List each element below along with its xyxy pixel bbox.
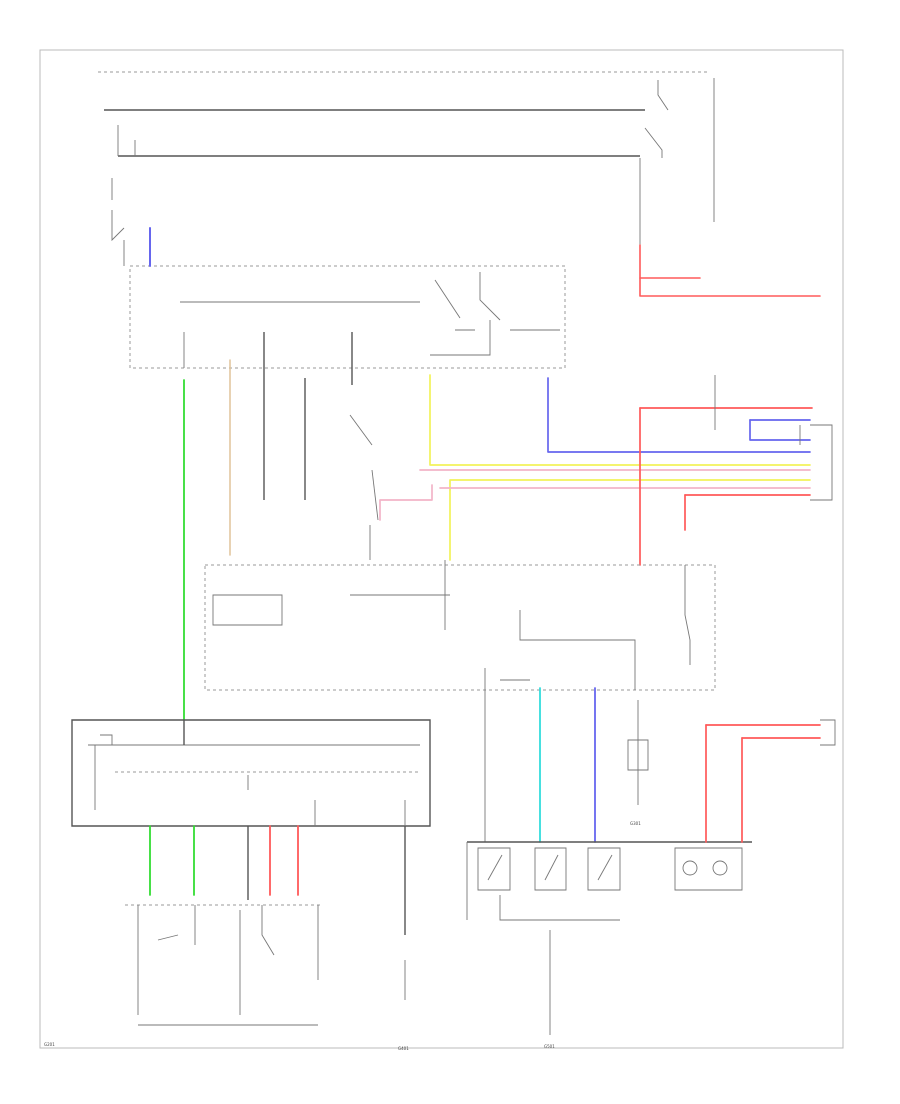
top-power-bus	[98, 71, 715, 245]
ground-label-bottom-2: G501	[544, 1044, 555, 1049]
ground-label-mid: G301	[630, 821, 641, 826]
upper-left-switch	[111, 178, 151, 267]
lower-left-wires	[149, 720, 406, 935]
control-module-middle	[204, 560, 716, 691]
diagram-border	[39, 49, 844, 1049]
top-right-red-wires	[639, 244, 821, 297]
lower-left-switches	[125, 904, 406, 1026]
right-connector	[810, 424, 833, 501]
ground-label: G201	[44, 1042, 55, 1047]
ground-label-bottom-1: G401	[398, 1046, 409, 1051]
pink-wires	[379, 469, 811, 521]
control-module-upper	[129, 265, 566, 369]
lower-right-red-wires	[705, 719, 836, 843]
upper-module-wires	[183, 332, 379, 721]
blue-wires	[547, 377, 811, 453]
right-red-wires	[639, 375, 813, 566]
lower-right-switch-bank	[466, 668, 752, 1035]
yellow-wires	[429, 374, 811, 561]
control-module-lower-left	[71, 719, 431, 827]
